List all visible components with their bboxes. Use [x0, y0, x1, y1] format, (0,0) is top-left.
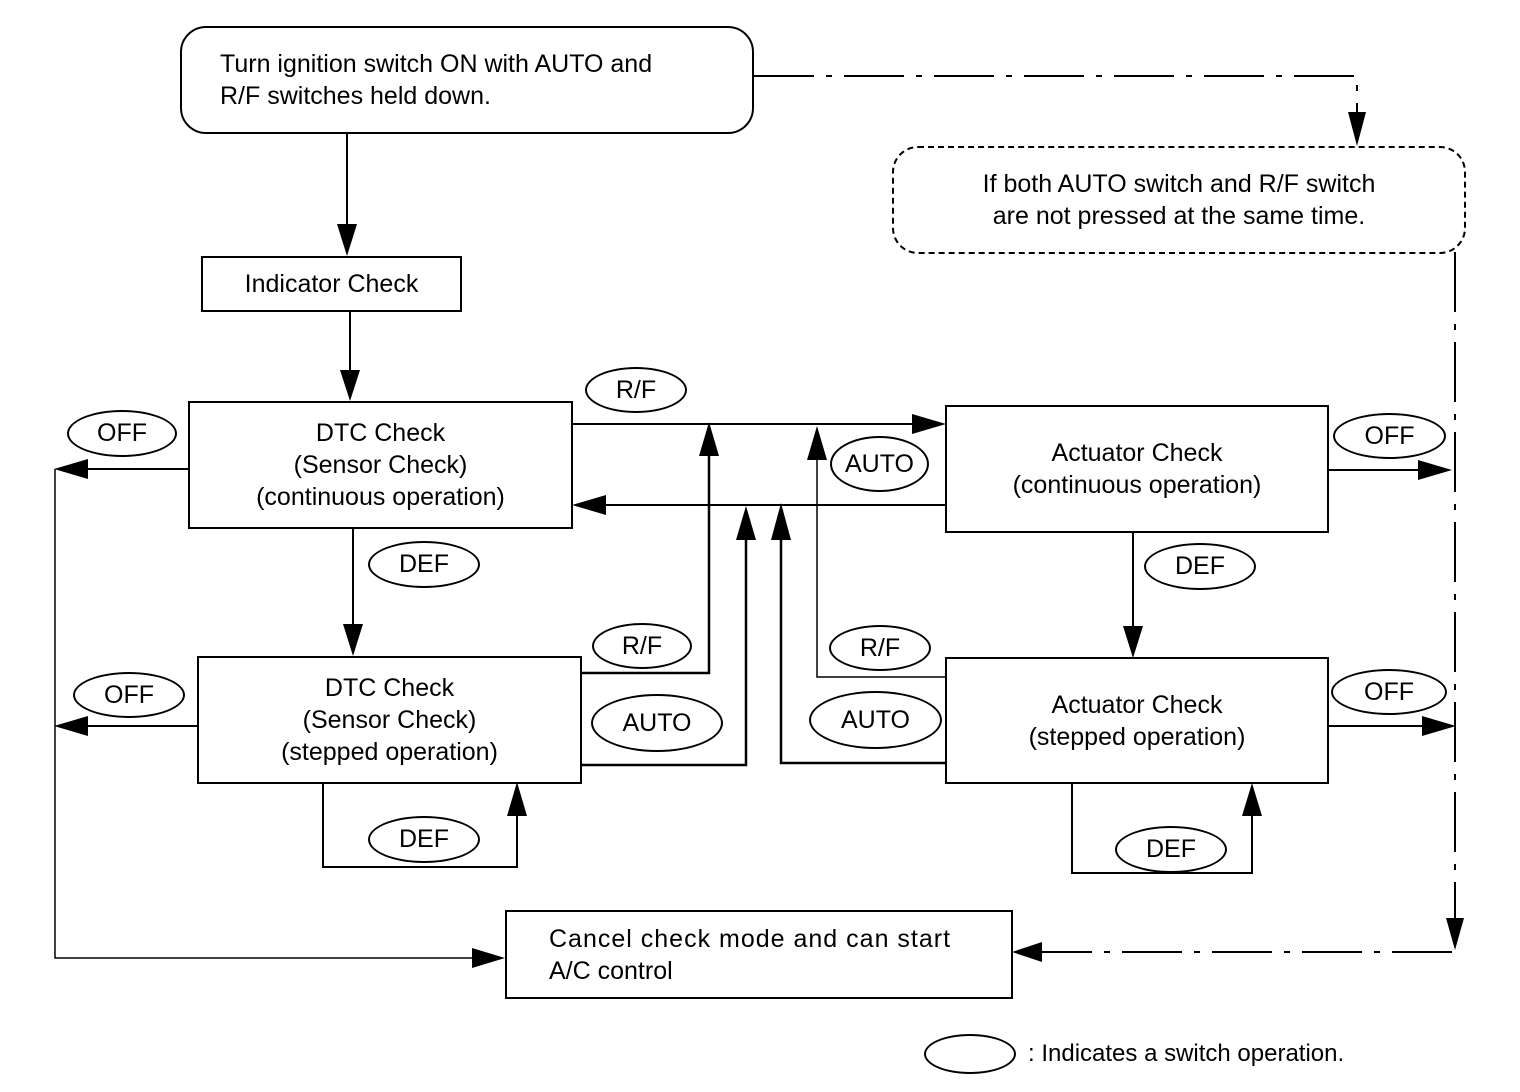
dtc-stepped-line-2: (Sensor Check)	[302, 706, 477, 734]
edge-dtc-stepped-to-actuator-continuous	[581, 452, 711, 675]
arrowhead	[54, 459, 88, 479]
start-node-line-1: Turn ignition switch ON with AUTO and	[220, 50, 653, 78]
edge-actuator-stepped-to-dtc-continuous	[779, 536, 945, 765]
arrowhead	[699, 422, 719, 456]
arrowhead	[1418, 460, 1452, 480]
arrowhead	[337, 224, 357, 256]
arrowhead	[1123, 626, 1143, 658]
alt-node-line-2: are not pressed at the same time.	[992, 202, 1366, 230]
dtc-continuous-line-3: (continuous operation)	[256, 483, 505, 511]
arrowhead	[1012, 942, 1042, 962]
switch-auto-actuator-continuous: AUTO	[830, 436, 929, 492]
legend-oval-icon	[924, 1034, 1016, 1074]
edge-dtc-stepped-self-loop	[322, 782, 518, 868]
dtc-stepped-line-3: (stepped operation)	[281, 738, 498, 766]
arrowhead	[1348, 112, 1366, 146]
switch-off-actuator-stepped: OFF	[1331, 669, 1447, 715]
arrowhead	[572, 495, 606, 515]
switch-auto-actuator-stepped: AUTO	[809, 691, 942, 749]
alt-node-line-1: If both AUTO switch and R/F switch	[982, 170, 1376, 198]
cancel-line-1: Cancel check mode and can start	[549, 924, 952, 953]
indicator-check-label: Indicator Check	[244, 270, 419, 298]
arrowhead	[736, 506, 756, 540]
arrowhead	[807, 426, 827, 460]
switch-def-dtc-stepped: DEF	[368, 816, 480, 863]
dtc-continuous-line-1: DTC Check	[315, 419, 446, 447]
dtc-continuous-line-2: (Sensor Check)	[293, 451, 468, 479]
alt-condition-node: If both AUTO switch and R/F switch are n…	[892, 146, 1466, 254]
actuator-stepped-line-2: (stepped operation)	[1028, 722, 1246, 751]
arrowhead	[1422, 716, 1456, 736]
legend-text: : Indicates a switch operation.	[1028, 1040, 1345, 1067]
switch-rf-actuator-stepped: R/F	[829, 625, 931, 671]
arrowhead	[771, 503, 791, 540]
start-node-line-2: R/F switches held down.	[220, 82, 491, 110]
actuator-check-continuous-node: Actuator Check (continuous operation)	[945, 405, 1329, 533]
arrowhead	[1446, 918, 1464, 950]
indicator-check-node: Indicator Check	[201, 256, 462, 312]
arrowhead	[472, 948, 505, 968]
switch-def-actuator-continuous: DEF	[1144, 543, 1256, 590]
arrowhead	[1242, 783, 1262, 816]
legend: : Indicates a switch operation.	[924, 1034, 1344, 1074]
switch-def-dtc-continuous: DEF	[368, 541, 480, 588]
actuator-stepped-line-1: Actuator Check	[1051, 690, 1223, 719]
edge-left-off-bus-to-cancel	[54, 469, 476, 959]
start-node: Turn ignition switch ON with AUTO and R/…	[180, 26, 754, 134]
actuator-check-stepped-node: Actuator Check (stepped operation)	[945, 657, 1329, 784]
cancel-check-node: Cancel check mode and can start A/C cont…	[505, 910, 1013, 999]
switch-off-dtc-stepped: OFF	[73, 672, 185, 718]
edge-actuator-stepped-to-actuator-continuous	[816, 456, 945, 678]
edge-actuator-stepped-self-loop	[1071, 783, 1253, 874]
switch-rf-dtc-stepped: R/F	[592, 623, 692, 669]
cancel-line-2: A/C control	[549, 956, 673, 985]
arrowhead	[507, 782, 527, 816]
switch-def-actuator-stepped: DEF	[1115, 826, 1227, 873]
edge-dtc-stepped-to-dtc-continuous	[581, 536, 748, 767]
switch-rf-dtc-continuous: R/F	[585, 367, 687, 413]
arrowhead	[912, 414, 946, 434]
arrowhead	[343, 624, 363, 656]
dtc-check-continuous-node: DTC Check (Sensor Check) (continuous ope…	[188, 401, 573, 529]
switch-auto-dtc-stepped: AUTO	[591, 694, 723, 752]
actuator-continuous-line-1: Actuator Check	[1051, 439, 1223, 467]
arrowhead	[340, 370, 360, 401]
dtc-check-stepped-node: DTC Check (Sensor Check) (stepped operat…	[197, 656, 582, 784]
switch-off-actuator-continuous: OFF	[1333, 413, 1446, 459]
arrowhead	[54, 716, 88, 736]
actuator-continuous-line-2: (continuous operation)	[1012, 471, 1262, 499]
edge-start-to-alt	[754, 75, 1358, 118]
switch-off-dtc-continuous: OFF	[67, 410, 177, 457]
dtc-stepped-line-1: DTC Check	[324, 674, 455, 702]
